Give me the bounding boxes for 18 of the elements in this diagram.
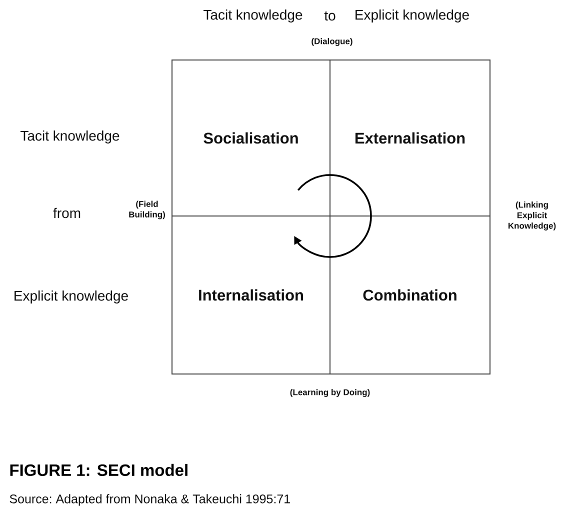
mode-label: (Field Building) (129, 200, 165, 220)
axis-label: Explicit knowledge (356, 9, 469, 22)
source-note: Source: Adapted from Nonaka & Takeuchi 1995:71 (10, 494, 290, 506)
axis-label: Explicit knowledge (14, 290, 128, 304)
quadrant-box: Socialisation (172, 60, 330, 216)
mode-label: (Dialogue) (312, 38, 352, 46)
quadrant-box: Combination (330, 216, 490, 374)
axis-label: from (53, 208, 80, 218)
quadrant-box: Externalisation (330, 60, 490, 216)
mode-label: (Linking Explicit Knowledge) (508, 202, 556, 230)
axis-label: Tacit knowledge (20, 130, 120, 144)
quadrant-box: Internalisation (172, 216, 330, 374)
mode-label: (Learning by Doing) (290, 389, 370, 397)
figure-caption: FIGURE 1: SECI model (10, 464, 188, 476)
arc-line (358, 186, 372, 246)
axis-label: to (324, 11, 336, 21)
axis-label: Tacit knowledge (204, 9, 302, 22)
arc-line (297, 174, 360, 191)
